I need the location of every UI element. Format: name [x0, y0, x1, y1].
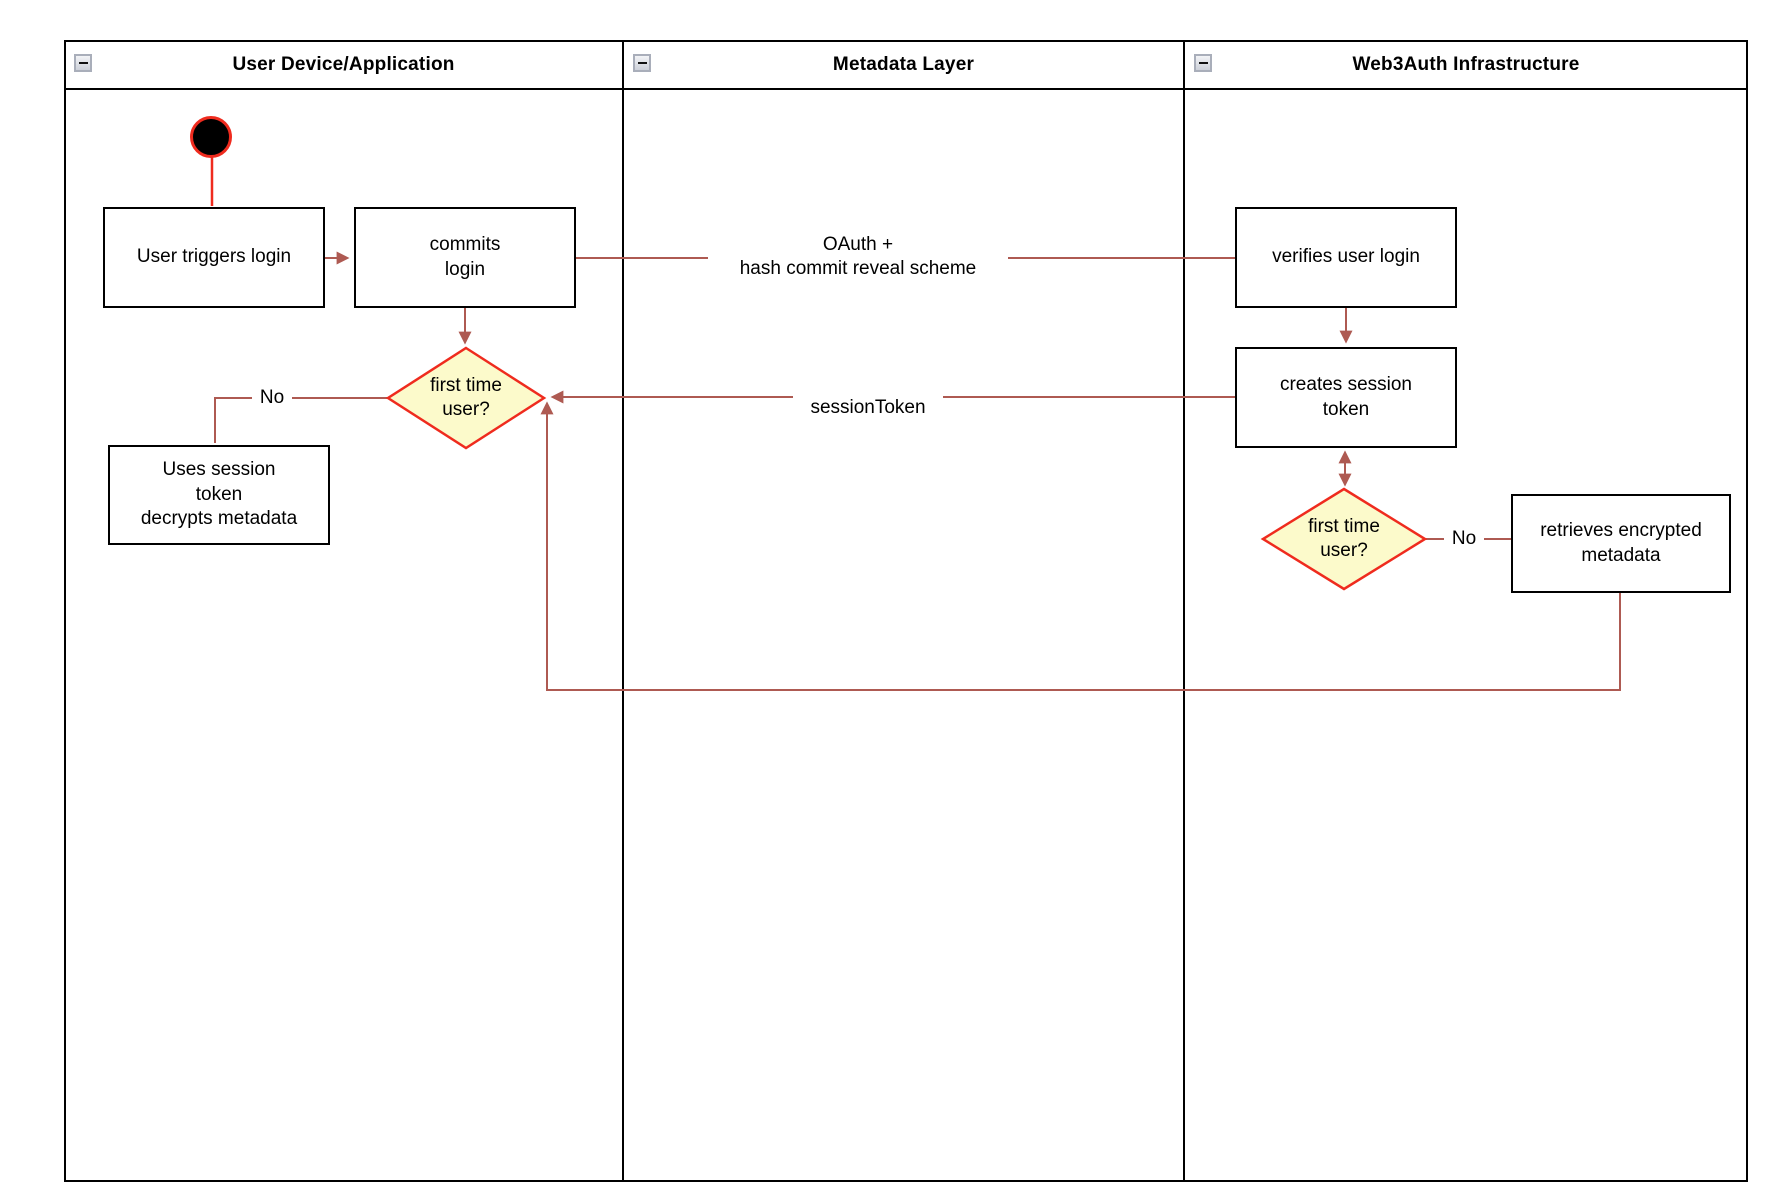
minus-icon — [637, 62, 647, 64]
minus-icon — [1198, 62, 1208, 64]
edge-label-no-left: No — [252, 387, 292, 409]
lane-title: Web3Auth Infrastructure — [1352, 53, 1580, 75]
edge-no-left — [214, 397, 388, 443]
collapse-button[interactable] — [1194, 54, 1212, 72]
edge-retrieves-feedback — [540, 401, 1621, 691]
lane-header-web3auth: Web3Auth Infrastructure — [1184, 40, 1748, 89]
lane-header-user-device: User Device/Application — [64, 40, 623, 89]
edge-label-session-token: sessionToken — [793, 394, 943, 422]
lane-header-metadata-layer: Metadata Layer — [623, 40, 1184, 89]
lane-title: User Device/Application — [232, 53, 455, 75]
decision-diamond-left[interactable] — [385, 346, 547, 450]
node-retrieves-encrypted-metadata[interactable]: retrieves encrypted metadata — [1511, 494, 1731, 593]
lane-title: Metadata Layer — [832, 53, 975, 75]
node-user-triggers-login[interactable]: User triggers login — [103, 207, 325, 308]
node-commits-login[interactable]: commits login — [354, 207, 576, 308]
decision-diamond-right[interactable] — [1260, 487, 1428, 591]
edge-label-oauth: OAuth + hash commit reveal scheme — [708, 232, 1008, 282]
start-node[interactable] — [190, 116, 232, 158]
diagram-frame — [64, 40, 1748, 1182]
minus-icon — [78, 62, 88, 64]
node-creates-session-token[interactable]: creates session token — [1235, 347, 1457, 448]
collapse-button[interactable] — [633, 54, 651, 72]
collapse-button[interactable] — [74, 54, 92, 72]
node-verifies-user-login[interactable]: verifies user login — [1235, 207, 1457, 308]
edge-label-no-right: No — [1444, 528, 1484, 550]
node-uses-session-token[interactable]: Uses session token decrypts metadata — [108, 445, 330, 545]
